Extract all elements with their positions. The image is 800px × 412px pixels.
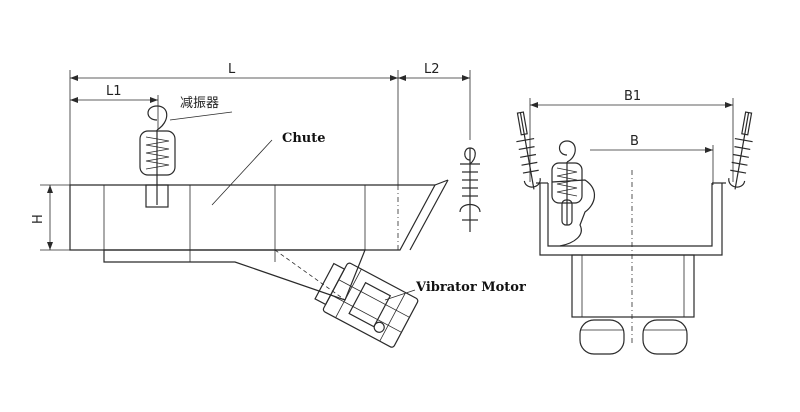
damper-spring-right [459,147,481,232]
label-H: H [31,214,46,224]
label-B: B [630,134,639,149]
damper-spring-tilt-left [516,111,541,190]
vibrator-housing [571,254,695,355]
label-L2: L2 [424,62,440,77]
vibrator-motor [314,262,419,348]
side-view: L L1 L2 H 减振器 Chute [31,62,526,348]
label-L1: L1 [106,84,122,99]
label-motor: Vibrator Motor [415,280,526,295]
end-view: B1 B [516,89,753,355]
label-damper: 减振器 [180,96,219,111]
damper-spring-left [139,105,176,208]
chute-body [69,179,449,301]
damper-spring-center [551,140,583,226]
label-chute: Chute [282,131,326,146]
damper-spring-tilt-right [728,111,753,190]
trough [536,170,726,345]
label-L: L [228,62,236,77]
label-B1: B1 [624,89,641,104]
dimension-lines [40,70,471,251]
